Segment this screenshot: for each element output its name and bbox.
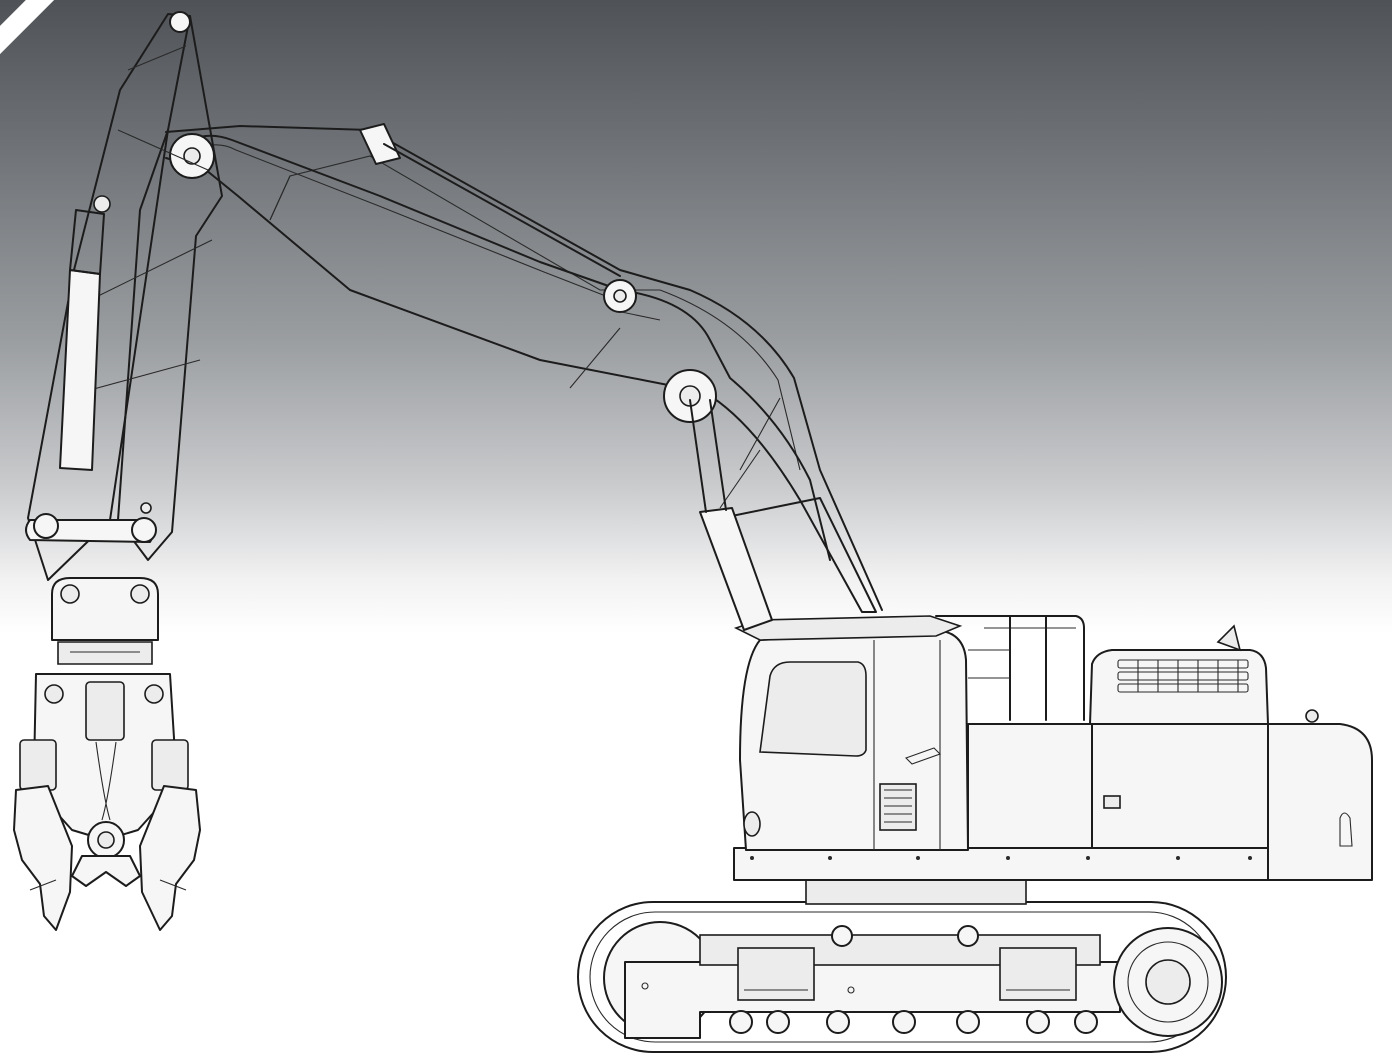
boom-main	[165, 157, 877, 613]
housing-bolt-right	[144, 684, 164, 704]
handrail	[935, 615, 1085, 721]
lifting-eye	[1305, 709, 1319, 723]
arm-tip-pin	[140, 502, 152, 514]
bucket-cylinder	[59, 269, 101, 471]
rotator-plate	[57, 641, 153, 665]
jaw-center	[71, 855, 141, 887]
housing-bolt-left	[44, 684, 64, 704]
boom-cylinder-rod	[689, 399, 727, 513]
cab-door-handle	[904, 747, 942, 765]
side-panel-middle	[967, 723, 1093, 849]
track-rollers	[729, 1010, 1098, 1034]
demolition-shear	[13, 577, 201, 931]
counterweight-handle	[1339, 812, 1353, 847]
upper-deck	[733, 847, 1355, 881]
arm	[25, 11, 223, 581]
deck-bolts	[750, 856, 1252, 860]
jaw-cylinder-right	[151, 739, 189, 791]
track-guard-right	[999, 947, 1077, 1001]
boom-inner-edge	[269, 155, 801, 471]
cab-light	[743, 811, 761, 837]
undercarriage	[577, 901, 1227, 1053]
track-guard-left	[737, 947, 815, 1001]
arm-pin	[93, 195, 111, 213]
frame-hole	[847, 986, 855, 994]
exhaust-stack	[1216, 624, 1242, 652]
shear-center-panel	[85, 681, 125, 741]
jaw-cylinder-left	[19, 739, 57, 791]
upper-structure	[733, 615, 1373, 905]
jaw-left	[13, 785, 73, 931]
panel-latch	[1103, 795, 1121, 809]
link-pin-left	[33, 513, 59, 539]
arm-cylinder	[359, 123, 401, 165]
cab-door-line	[873, 640, 941, 850]
carrier-roller	[957, 925, 979, 947]
cab-vent-grille	[879, 783, 917, 831]
boom	[165, 123, 883, 631]
engine-vents	[1117, 659, 1249, 693]
carrier-roller	[831, 925, 853, 947]
engine-hood	[1089, 649, 1269, 725]
link-pin-right	[131, 517, 157, 543]
boom-cylinder	[699, 507, 773, 631]
frame-hole	[641, 982, 649, 990]
operator-cab	[733, 615, 969, 851]
side-panel-rear	[1091, 723, 1269, 849]
jaw-right	[139, 785, 201, 931]
counterweight	[1267, 723, 1373, 881]
boom-upper-edge	[165, 125, 883, 611]
cab-window	[759, 661, 867, 757]
swing-ring	[805, 879, 1027, 905]
arm-top-pivot	[169, 11, 191, 33]
arm-front-plate	[117, 15, 223, 561]
hydraulic-hose	[175, 134, 831, 561]
arm-body	[27, 13, 191, 581]
